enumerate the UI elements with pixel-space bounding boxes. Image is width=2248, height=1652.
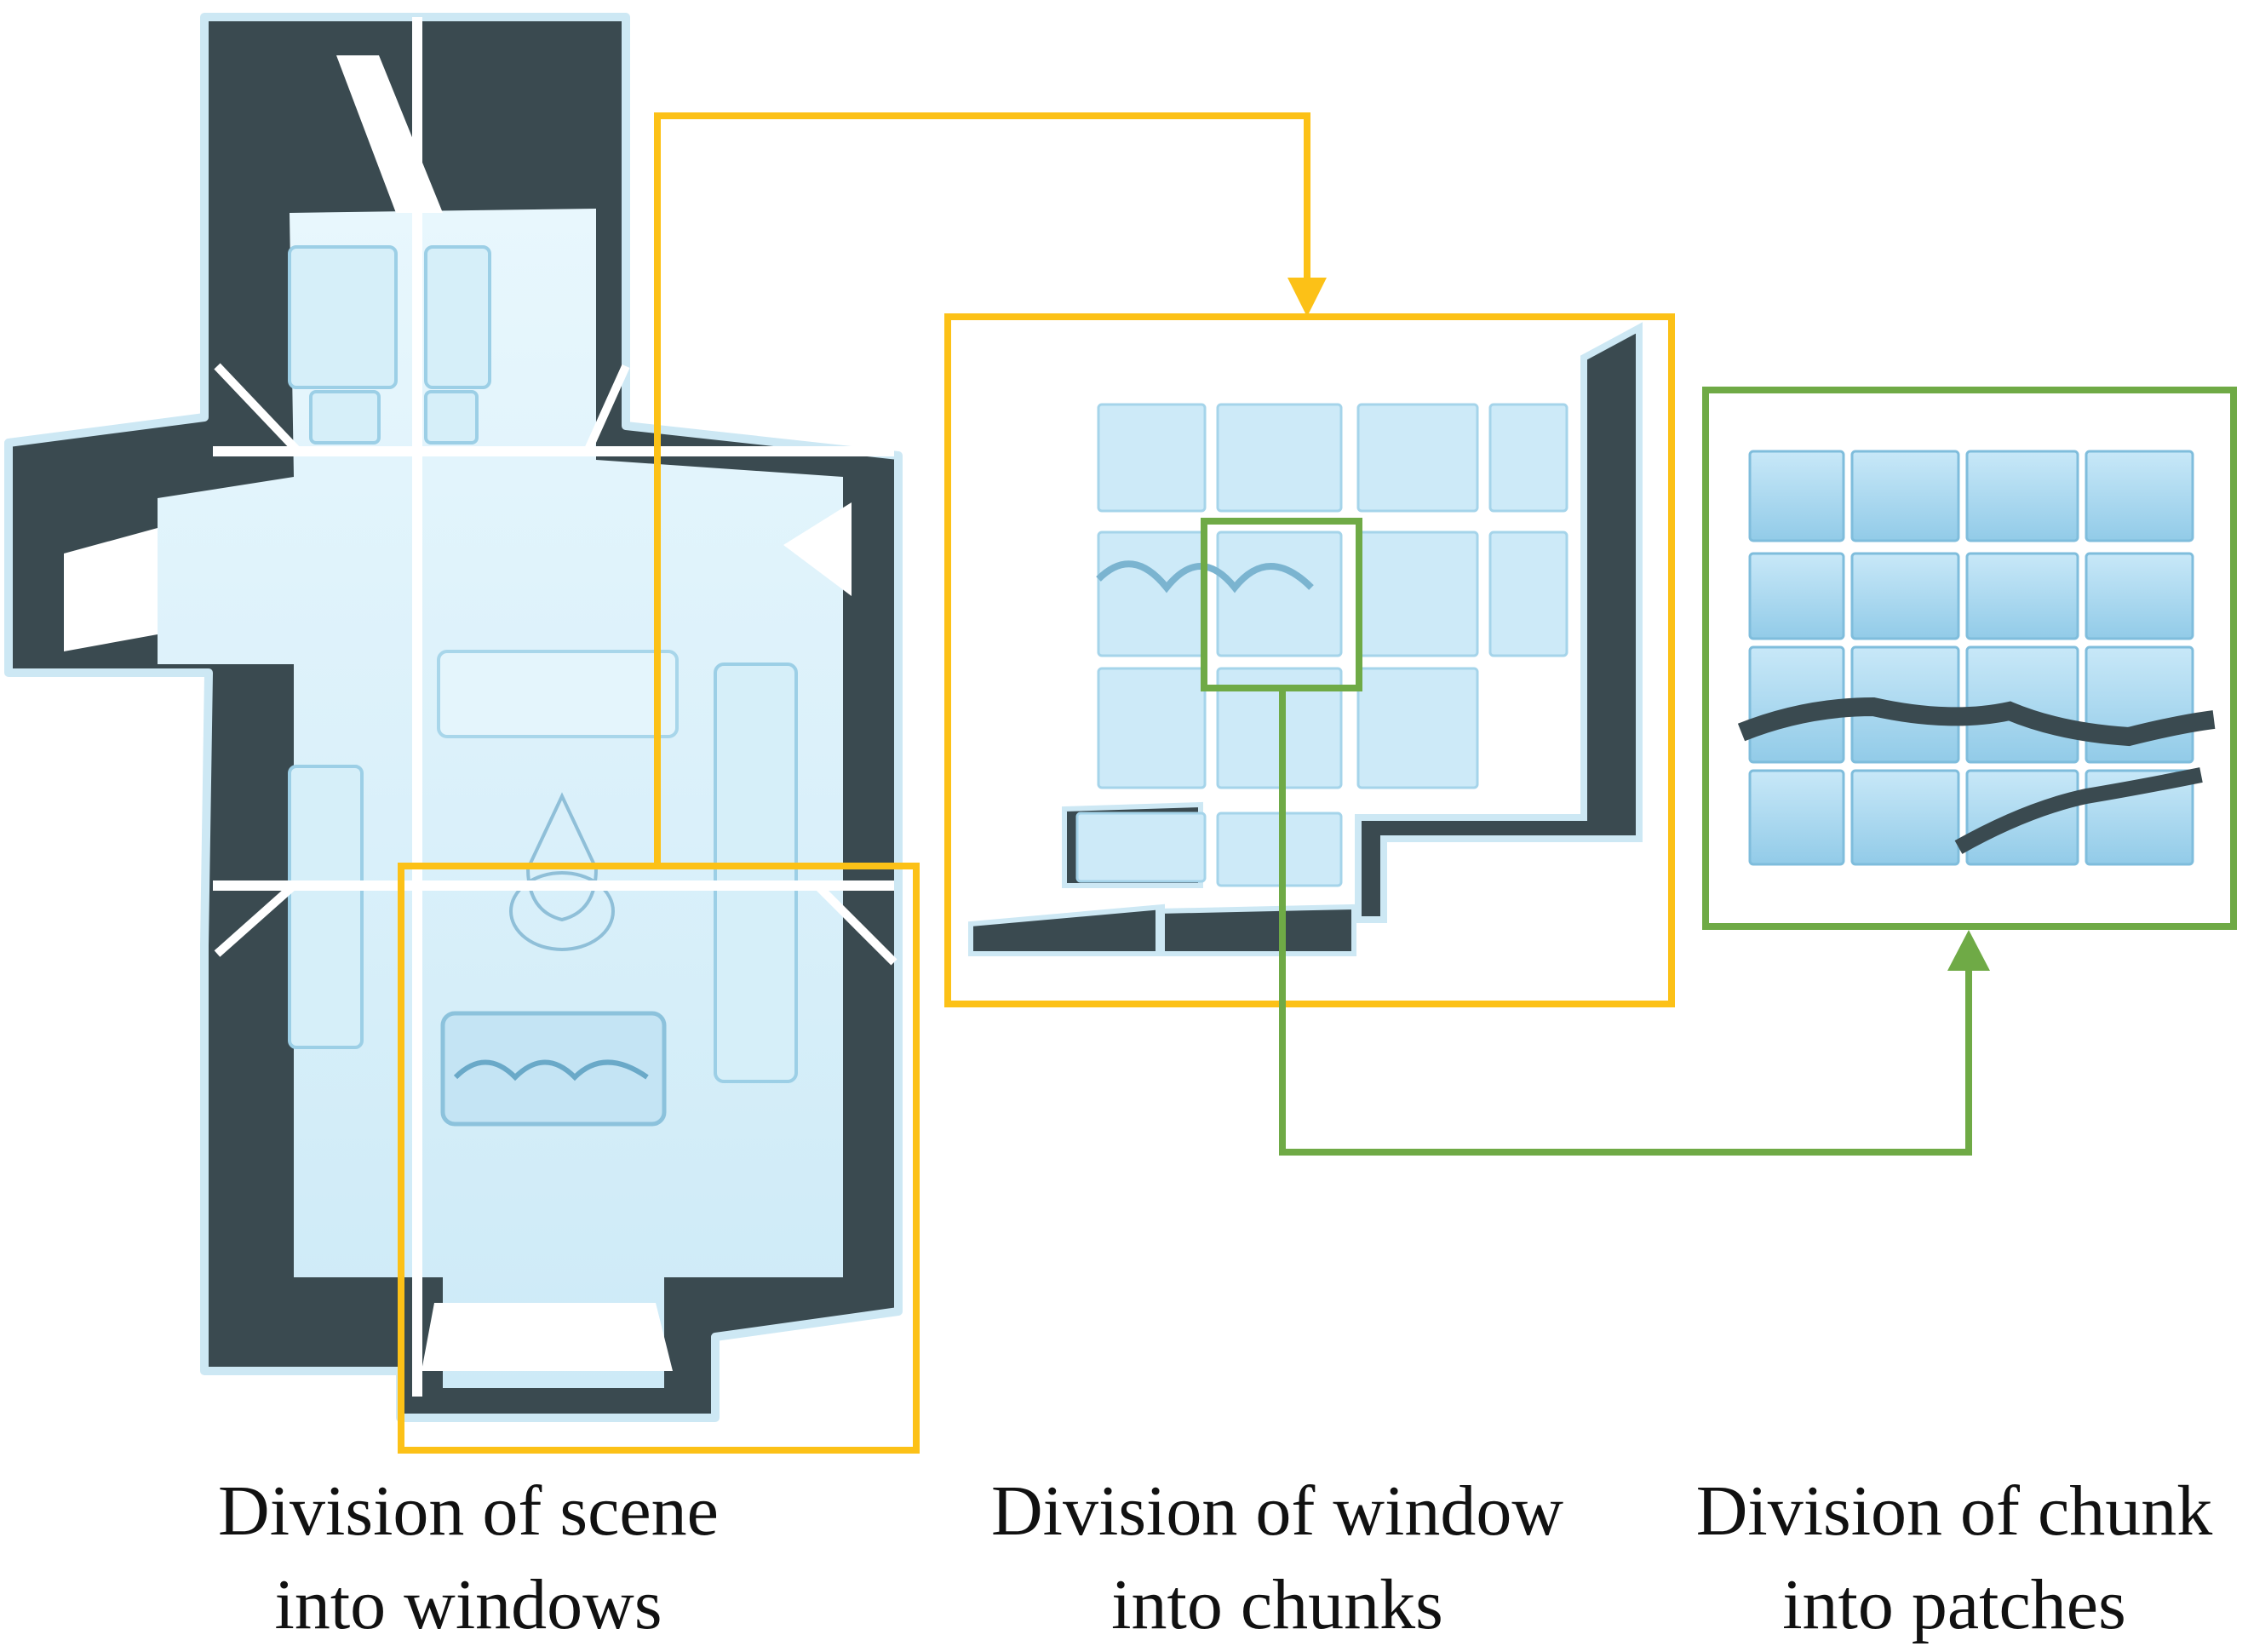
window-chunk (1356, 667, 1479, 789)
chunk-caption-line1: Division of chunk (1695, 1471, 2213, 1551)
chunk-patch (1748, 552, 1845, 640)
scene-caption-line1: Division of scene (218, 1471, 719, 1551)
window-arrow-line (654, 112, 1310, 866)
window-chunk (1097, 667, 1207, 789)
chunk-patch (1748, 769, 1845, 866)
scene-shelf (714, 663, 798, 1083)
chunk-patch (1748, 450, 1845, 542)
chunk-patch (2085, 552, 2194, 640)
scene-chair (288, 245, 398, 389)
scene-notch-right (783, 502, 852, 596)
scene-sofa (440, 1011, 667, 1127)
scene-table (437, 650, 679, 738)
chunk-patches-view (1737, 450, 2216, 866)
scene-rug (525, 792, 599, 922)
scene-stool (424, 390, 479, 445)
scene-cabinet (288, 765, 364, 1049)
window-caption-line1: Division of window (991, 1471, 1563, 1551)
scene-floor (158, 209, 843, 1388)
window-walls (1355, 322, 1643, 923)
window-chunk (1356, 531, 1479, 657)
chunk-selection-frames (1201, 387, 2237, 1156)
chunk-patch (2085, 645, 2194, 764)
window-chunk (1356, 403, 1479, 513)
chunk-arrow-head (1947, 930, 1990, 971)
window-chunk (1097, 403, 1207, 513)
chunk-patch (1850, 552, 1960, 640)
window-chunk-grid (1075, 403, 1568, 887)
chunk-patch-grid (1748, 450, 2194, 866)
chunk-patch (1965, 552, 2079, 640)
scene-grid-diagonals (214, 363, 897, 966)
right-chunk-frame (1702, 387, 2237, 930)
chunk-arrow-line (1279, 688, 1972, 1156)
chunk-patch (1850, 769, 1960, 866)
scene-caption: Division of scene into windows (136, 1465, 800, 1652)
chunk-caption-line2: into patches (1782, 1565, 2126, 1644)
window-chunks-view (968, 322, 1643, 956)
window-chunk (1075, 812, 1207, 883)
window-chunk (1216, 531, 1343, 657)
window-arrow-head (1287, 278, 1327, 317)
scene-notch-left (64, 528, 158, 651)
scene-round-table (509, 871, 615, 951)
scene-caption-line2: into windows (274, 1565, 662, 1644)
chunk-patch (2085, 450, 2194, 542)
window-selection-frames (398, 112, 1675, 1454)
chunk-wall-stripe (1737, 697, 2216, 747)
chunk-patch (1965, 645, 2079, 764)
chunk-caption: Division of chunk into patches (1660, 1465, 2248, 1652)
chunk-patch (1850, 450, 1960, 542)
window-chunk (1488, 403, 1568, 513)
window-chunk (1488, 531, 1568, 657)
window-chunk (1216, 403, 1343, 513)
chunk-wall-stripe (1954, 767, 2203, 854)
scene-sofa-cushions (453, 1059, 649, 1081)
scene-chair (424, 245, 491, 389)
scene-stool (309, 390, 381, 445)
window-caption-line2: into chunks (1111, 1565, 1443, 1644)
scene-notch-bottom (422, 1303, 673, 1371)
window-caption: Division of window into chunks (945, 1465, 1609, 1652)
scene-floor-plan (4, 13, 903, 1422)
window-chunk (1097, 531, 1207, 657)
chunk-patch (1965, 450, 2079, 542)
scene-window-grid (213, 17, 894, 1397)
middle-window-frame (944, 313, 1675, 1007)
